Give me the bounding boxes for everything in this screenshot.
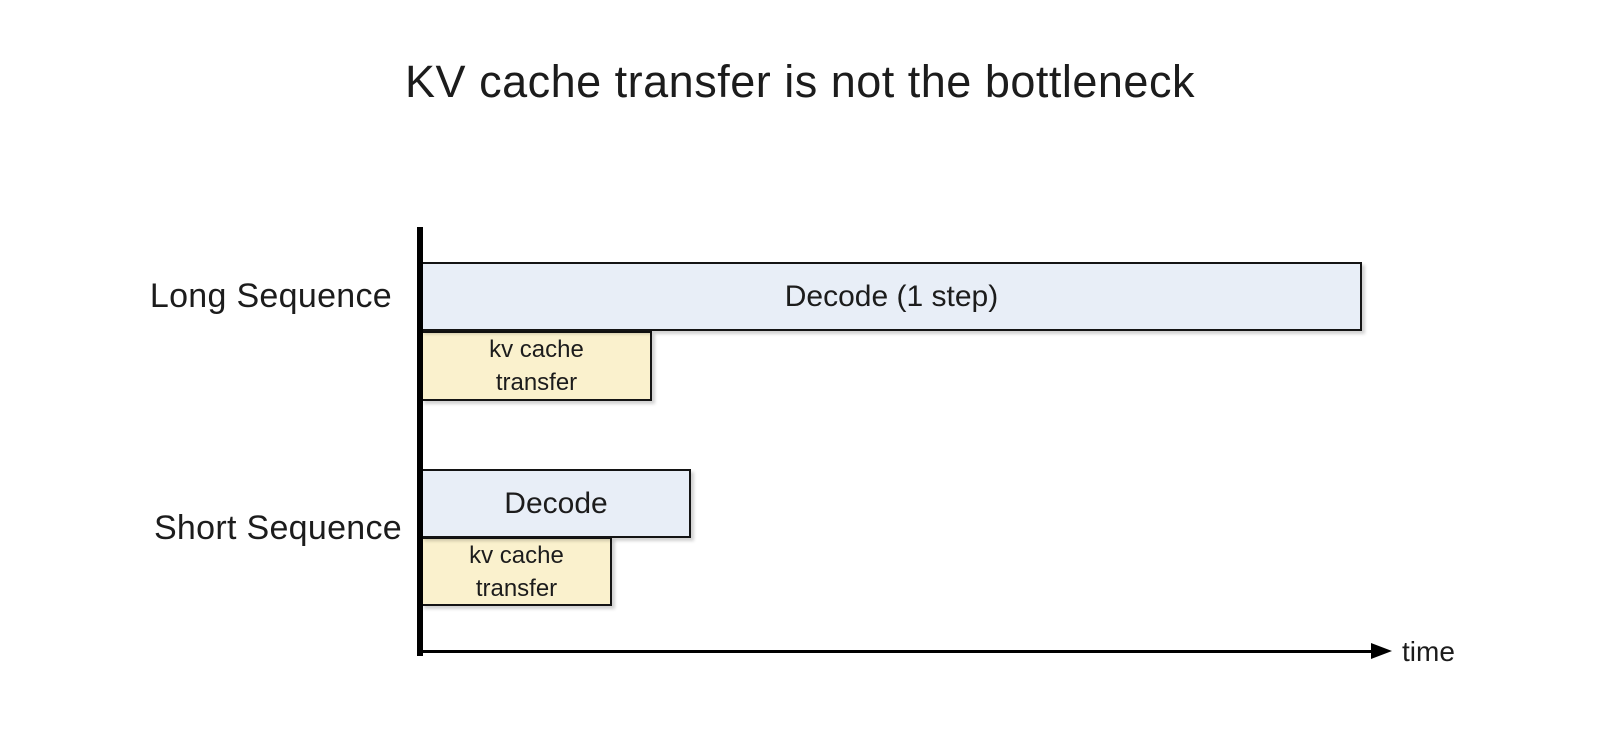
time-axis-label: time [1402, 636, 1455, 667]
bar-short-kv-transfer: kv cache transfer [421, 537, 612, 606]
row-label-short-sequence: Short Sequence [153, 509, 402, 547]
time-axis-arrowhead-icon [1371, 643, 1392, 659]
bar-short-decode: Decode [421, 469, 691, 538]
bar-long-decode: Decode (1 step) [421, 262, 1362, 331]
bar-long-kv-transfer: kv cache transfer [421, 331, 652, 401]
row-label-long-sequence: Long Sequence [149, 277, 392, 315]
y-axis-line [417, 227, 423, 656]
time-axis-line [418, 650, 1375, 653]
chart-title: KV cache transfer is not the bottleneck [405, 56, 1195, 107]
